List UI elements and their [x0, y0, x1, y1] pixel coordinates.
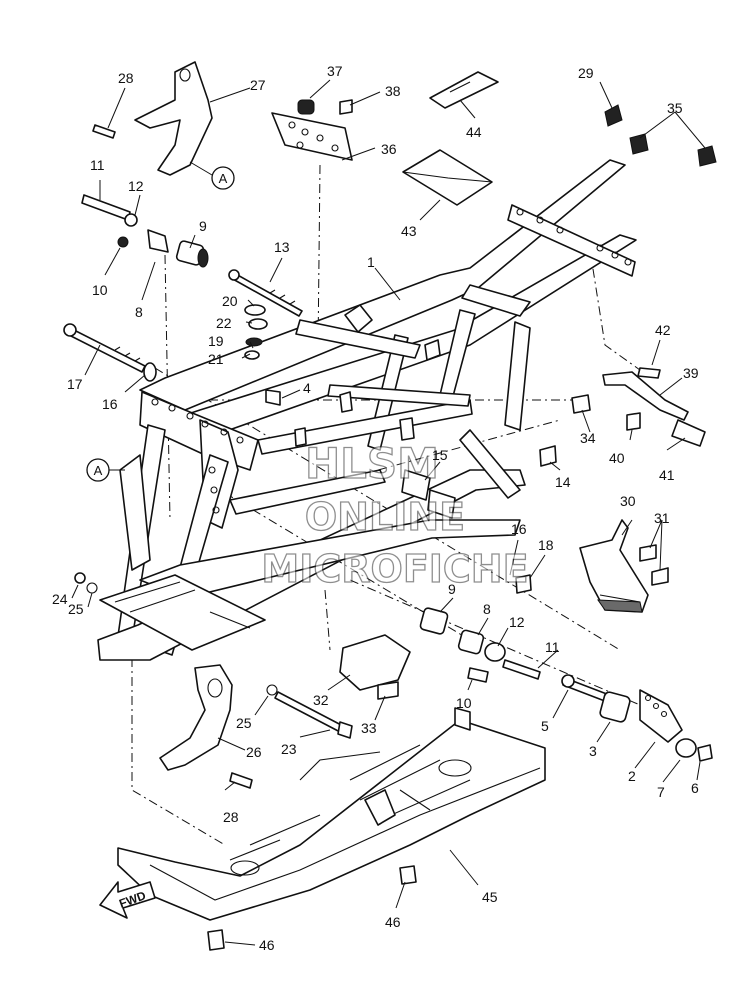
callout-8a: 8 [135, 304, 143, 320]
callout-5: 5 [541, 718, 549, 734]
callout-21: 21 [208, 351, 224, 367]
callout-2: 2 [628, 768, 636, 784]
callout-numbers: 1 2 3 4 5 6 7 8 8 9 9 10 10 11 11 12 12 … [52, 63, 699, 953]
callout-28b: 28 [223, 809, 239, 825]
callout-36: 36 [381, 141, 397, 157]
callout-4: 4 [303, 380, 311, 396]
callout-31: 31 [654, 510, 670, 526]
front-engine-mount [81, 124, 209, 268]
callout-34: 34 [580, 430, 596, 446]
rear-stay [602, 367, 706, 447]
leader-lines [71, 79, 706, 946]
callout-10a: 10 [92, 282, 108, 298]
callout-6: 6 [691, 780, 699, 796]
callout-16a: 16 [102, 396, 118, 412]
callout-25b: 25 [236, 715, 252, 731]
callout-22: 22 [216, 315, 232, 331]
callout-19: 19 [208, 333, 224, 349]
callout-18: 18 [538, 537, 554, 553]
callout-39: 39 [683, 365, 699, 381]
callout-45: 45 [482, 889, 498, 905]
long-bolts [63, 269, 303, 406]
reference-mark-top-label: A [219, 171, 228, 186]
callout-12b: 12 [509, 614, 525, 630]
callout-35: 35 [667, 100, 683, 116]
callout-28a: 28 [118, 70, 134, 86]
callout-41: 41 [659, 467, 675, 483]
callout-16b: 16 [511, 521, 527, 537]
callout-14: 14 [555, 474, 571, 490]
callout-11b: 11 [545, 639, 560, 655]
callout-30: 30 [620, 493, 636, 509]
callout-13: 13 [274, 239, 290, 255]
watermark: HLSM ONLINE MICROFICHE [261, 438, 529, 591]
watermark-line1: HLSM [305, 439, 439, 488]
small-fasteners [74, 394, 591, 951]
callout-15: 15 [432, 447, 448, 463]
callout-23: 23 [281, 741, 297, 757]
callout-8b: 8 [483, 601, 491, 617]
callout-40: 40 [609, 450, 625, 466]
callout-12a: 12 [128, 178, 144, 194]
callout-25a: 25 [68, 601, 84, 617]
callout-9a: 9 [199, 218, 207, 234]
main-frame [97, 159, 637, 661]
callout-32: 32 [313, 692, 329, 708]
skid-plate [117, 707, 546, 921]
callout-3: 3 [589, 743, 597, 759]
engine-bracket-left [339, 634, 411, 700]
callout-37: 37 [327, 63, 343, 79]
callout-27: 27 [250, 77, 266, 93]
rear-engine-mount [419, 607, 713, 762]
watermark-line2: ONLINE [305, 495, 465, 539]
callout-9b: 9 [448, 581, 456, 597]
callout-17: 17 [67, 376, 83, 392]
long-bolt-23 [274, 691, 353, 739]
callout-44: 44 [466, 124, 482, 140]
callout-10b: 10 [456, 695, 472, 711]
callout-24: 24 [52, 591, 68, 607]
callout-1: 1 [367, 254, 375, 270]
callout-26: 26 [246, 744, 262, 760]
forward-arrow: FWD [99, 881, 156, 919]
rear-caps [604, 104, 717, 167]
reference-mark-left: A [86, 458, 125, 482]
watermark-line3: MICROFICHE [261, 547, 528, 591]
license-bracket [271, 99, 353, 161]
reference-mark-top: A [189, 161, 235, 190]
callout-38: 38 [385, 83, 401, 99]
callout-46b: 46 [259, 937, 275, 953]
callout-33: 33 [361, 720, 377, 736]
footrest-bracket [579, 519, 669, 613]
callout-11a: 11 [90, 157, 105, 173]
callout-42: 42 [655, 322, 671, 338]
reference-mark-left-label: A [94, 463, 103, 478]
document-pouch [402, 71, 499, 206]
callout-46a: 46 [385, 914, 401, 930]
callout-29: 29 [578, 65, 594, 81]
callout-7: 7 [657, 784, 665, 800]
callout-43: 43 [401, 223, 417, 239]
callout-20: 20 [222, 293, 238, 309]
guard-brackets [134, 61, 233, 771]
